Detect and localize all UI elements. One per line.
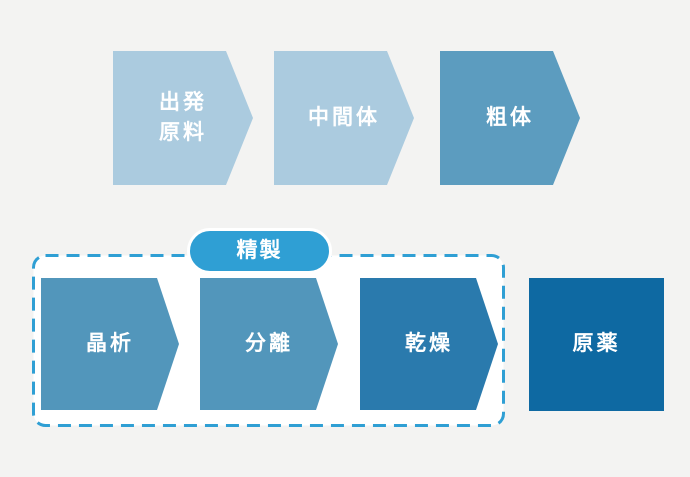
square-shape	[529, 278, 664, 411]
chevron-arrow-shape	[113, 51, 253, 185]
step-drying: 乾燥	[360, 278, 498, 410]
chevron-arrow-shape	[200, 278, 338, 410]
step-starting-material: 出発 原料	[113, 51, 253, 185]
step-crude-product: 粗体	[440, 51, 580, 185]
chevron-arrow-shape	[274, 51, 414, 185]
step-intermediate: 中間体	[274, 51, 414, 185]
step-separation: 分離	[200, 278, 338, 410]
refining-badge: 精製	[187, 228, 332, 274]
step-crystallization: 晶析	[41, 278, 179, 410]
badge-pill-shape	[187, 228, 332, 274]
chevron-arrow-shape	[41, 278, 179, 410]
chevron-arrow-shape	[440, 51, 580, 185]
chevron-arrow-shape	[360, 278, 498, 410]
step-drug-substance: 原薬	[529, 278, 664, 411]
